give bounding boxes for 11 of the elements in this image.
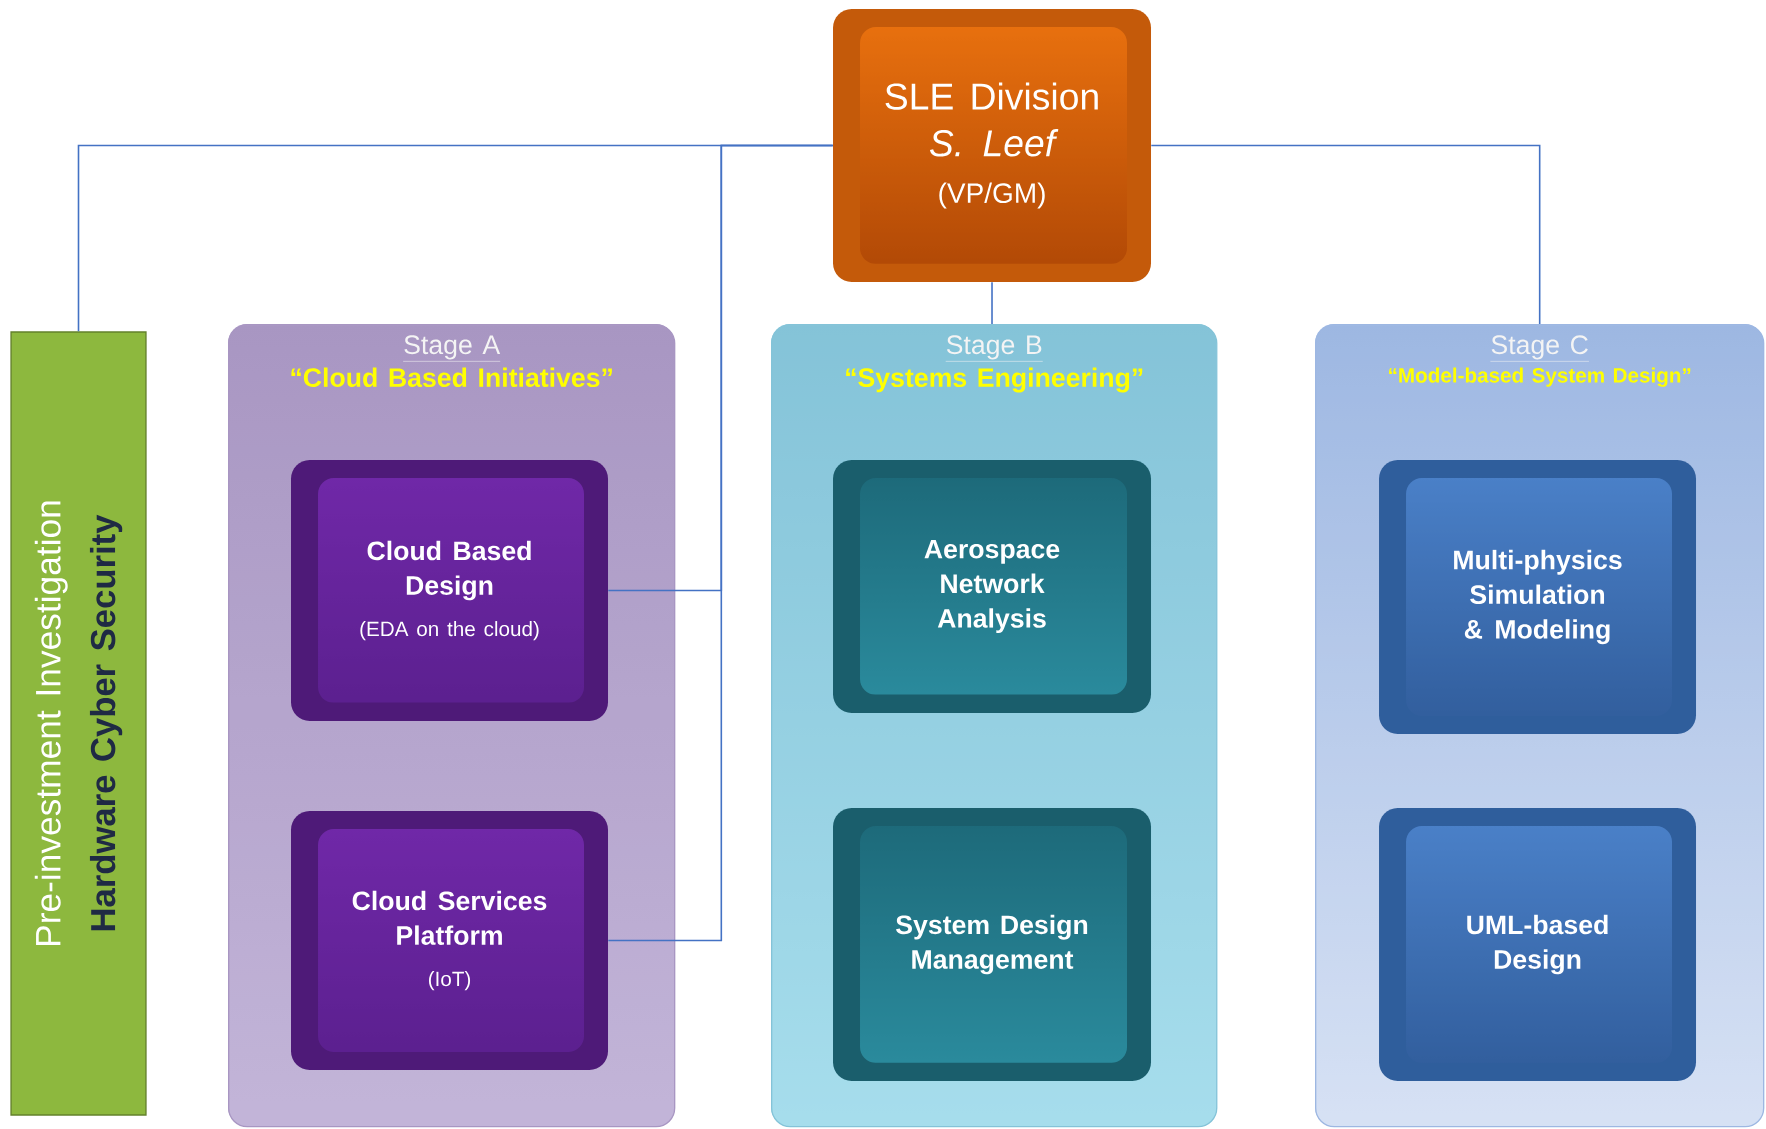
- connector-line: [607, 144, 834, 942]
- connector-line: [1150, 144, 1541, 325]
- side-bar: Pre-investment Investigation Hardware Cyber Security: [10, 331, 147, 1116]
- team-box: UML-based Design: [1379, 808, 1696, 1081]
- connector-line: [991, 281, 993, 325]
- team-box: System Design Management: [833, 808, 1151, 1081]
- team-box: Cloud Services Platform (IoT): [291, 811, 608, 1070]
- team-box: Cloud Based Design (EDA on the cloud): [291, 460, 608, 721]
- team-box: Aerospace Network Analysis: [833, 460, 1151, 713]
- team-box: Multi-physics Simulation & Modeling: [1379, 460, 1696, 734]
- division-box: SLE Division S. Leef (VP/GM): [833, 9, 1151, 282]
